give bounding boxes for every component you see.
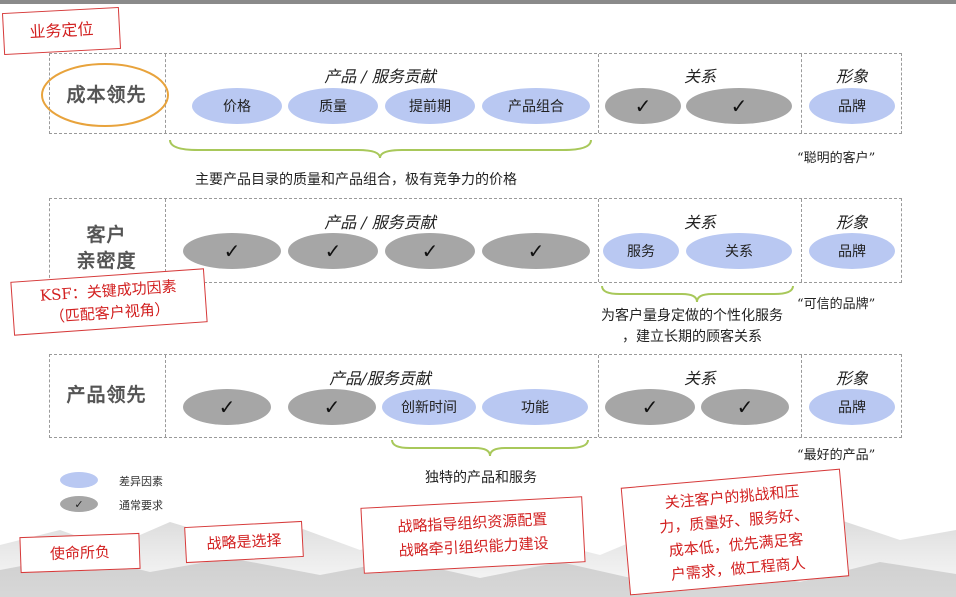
quote-trusted-brand: “可信的品牌”	[797, 297, 876, 312]
caption-intimacy-line1: 为客户量身定做的个性化服务	[601, 308, 783, 324]
row-label-product: 产品领先	[66, 384, 147, 406]
pill-check: ✓	[288, 233, 378, 269]
pill-check: ✓	[183, 233, 281, 269]
brace-product	[391, 439, 589, 457]
pill-brand: 品牌	[809, 233, 895, 269]
pill-check: ✓	[605, 389, 695, 425]
check-icon: ✓	[641, 395, 659, 419]
pill-function: 功能	[482, 389, 588, 425]
caption-product: 独特的产品和服务	[425, 470, 537, 486]
check-icon: ✓	[527, 239, 545, 263]
ksf-tag: KSF：关键成功因素 （匹配客户视角）	[10, 268, 208, 336]
row-label-intimacy: 客户 亲密度	[76, 224, 137, 272]
strategy-guide-tag: 战略指导组织资源配置 战略牵引组织能力建设	[360, 496, 586, 574]
focus-customer-tag: 关注客户的挑战和压 力，质量好、服务好、 成本低，优先满足客 户需求，做工程商人	[620, 468, 850, 596]
check-icon: ✓	[730, 94, 748, 118]
section-title-product-service: 产品/服务贡献	[329, 369, 431, 388]
section-title-product-service: 产品 / 服务贡献	[324, 67, 436, 86]
pill-brand: 品牌	[809, 389, 895, 425]
pill-relationship: 关系	[686, 233, 792, 269]
pill-lead-time: 提前期	[385, 88, 475, 124]
pill-check: ✓	[701, 389, 789, 425]
pill-price: 价格	[192, 88, 282, 124]
top-bar	[0, 0, 956, 4]
cost-label-highlight-oval	[41, 63, 169, 127]
brace-intimacy	[601, 285, 794, 303]
brace-cost	[169, 139, 592, 159]
check-icon: ✓	[223, 239, 241, 263]
check-icon: ✓	[421, 239, 439, 263]
section-title-image: 形象	[835, 213, 868, 232]
row-cost-leadership	[49, 53, 902, 134]
pill-product-mix: 产品组合	[482, 88, 590, 124]
section-title-relation: 关系	[683, 369, 716, 388]
pill-quality: 质量	[288, 88, 378, 124]
check-icon: ✓	[634, 94, 652, 118]
check-icon: ✓	[74, 497, 84, 511]
pill-check: ✓	[482, 233, 590, 269]
section-title-relation: 关系	[683, 67, 716, 86]
check-icon: ✓	[323, 395, 341, 419]
pill-brand: 品牌	[809, 88, 895, 124]
legend-req-swatch: ✓	[60, 496, 98, 512]
pill-relation-check: ✓	[605, 88, 681, 124]
check-icon: ✓	[324, 239, 342, 263]
section-title-product-service: 产品 / 服务贡献	[324, 213, 436, 232]
mission-tag: 使命所负	[19, 532, 141, 574]
quote-best-product: “最好的产品”	[797, 448, 876, 463]
check-icon: ✓	[736, 395, 754, 419]
check-icon: ✓	[218, 395, 236, 419]
business-positioning-tag: 业务定位	[1, 6, 122, 56]
pill-relation-check: ✓	[686, 88, 792, 124]
caption-intimacy-line2: ，建立长期的顾客关系	[622, 329, 762, 345]
caption-cost: 主要产品目录的质量和产品组合，极有竞争力的价格	[195, 172, 517, 188]
quote-smart-customer: “聪明的客户”	[797, 151, 876, 166]
pill-service: 服务	[603, 233, 679, 269]
section-title-image: 形象	[835, 369, 868, 388]
pill-check: ✓	[385, 233, 475, 269]
legend-diff-label: 差异因素	[119, 475, 163, 488]
strategy-choice-tag: 战略是选择	[184, 520, 304, 564]
section-title-image: 形象	[835, 67, 868, 86]
pill-check: ✓	[183, 389, 271, 425]
legend-diff-swatch	[60, 472, 98, 488]
row-customer-intimacy	[49, 198, 902, 283]
legend-req-label: 通常要求	[119, 499, 163, 512]
pill-innovation-time: 创新时间	[382, 389, 476, 425]
section-title-relation: 关系	[683, 213, 716, 232]
row-product-leadership	[49, 354, 902, 438]
row-label-cost: 成本领先	[66, 84, 147, 106]
pill-check: ✓	[288, 389, 376, 425]
